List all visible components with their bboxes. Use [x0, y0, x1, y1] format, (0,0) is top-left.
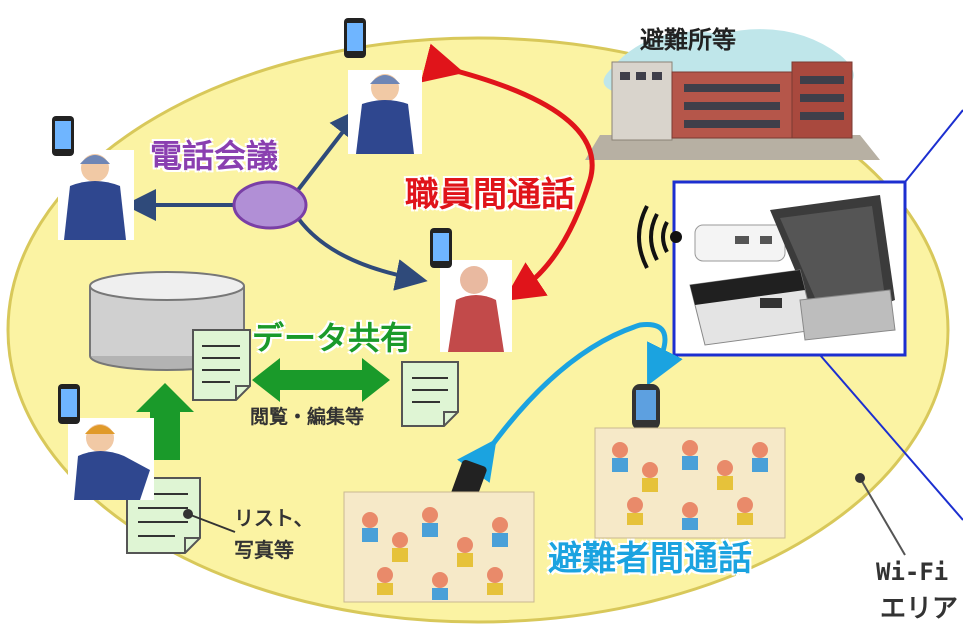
- wifi-signal-icon: [637, 205, 669, 269]
- list-photo-label-line1: リスト、: [234, 506, 314, 530]
- router-device-icon: [689, 195, 896, 346]
- staff-call-label: 職員間通話: [405, 175, 575, 215]
- staff-person-icon: [58, 150, 134, 240]
- smartphone-icon: [58, 384, 80, 424]
- evacuee-call-arrow: [457, 322, 683, 483]
- document-icon: [192, 329, 251, 401]
- staff-person-icon: [348, 70, 422, 154]
- conference-call-label: 電話会議: [150, 137, 279, 175]
- document-icon: [401, 361, 459, 427]
- staff-person-icon: [440, 260, 512, 352]
- evacuees-illustration: [343, 491, 535, 603]
- staff-person-icon: [68, 418, 154, 500]
- browse-edit-label: 閲覧・編集等: [250, 406, 365, 428]
- data-sharing-label: データ共有: [252, 319, 413, 357]
- smartphone-icon: [52, 116, 74, 156]
- device-callout-line-bottom: [819, 354, 963, 521]
- shelter-building-icon: [585, 29, 880, 160]
- wifi-label-line2: エリア: [880, 594, 959, 624]
- evacuee-call-label: 避難者間通話: [548, 539, 752, 579]
- smartphone-icon: [632, 384, 660, 430]
- smartphone-icon: [344, 18, 366, 58]
- shelter-label: 避難所等: [640, 26, 736, 54]
- evacuees-illustration: [594, 427, 786, 539]
- device-callout-line-top: [904, 109, 963, 183]
- list-photo-label-line2: 写真等: [234, 538, 294, 562]
- wifi-label-line1: Wi-Fi: [876, 558, 949, 586]
- conference-hub: [232, 180, 308, 230]
- smartphone-icon: [430, 228, 452, 268]
- data-share-arrow: [252, 358, 390, 402]
- staff-call-arrow: [420, 43, 595, 302]
